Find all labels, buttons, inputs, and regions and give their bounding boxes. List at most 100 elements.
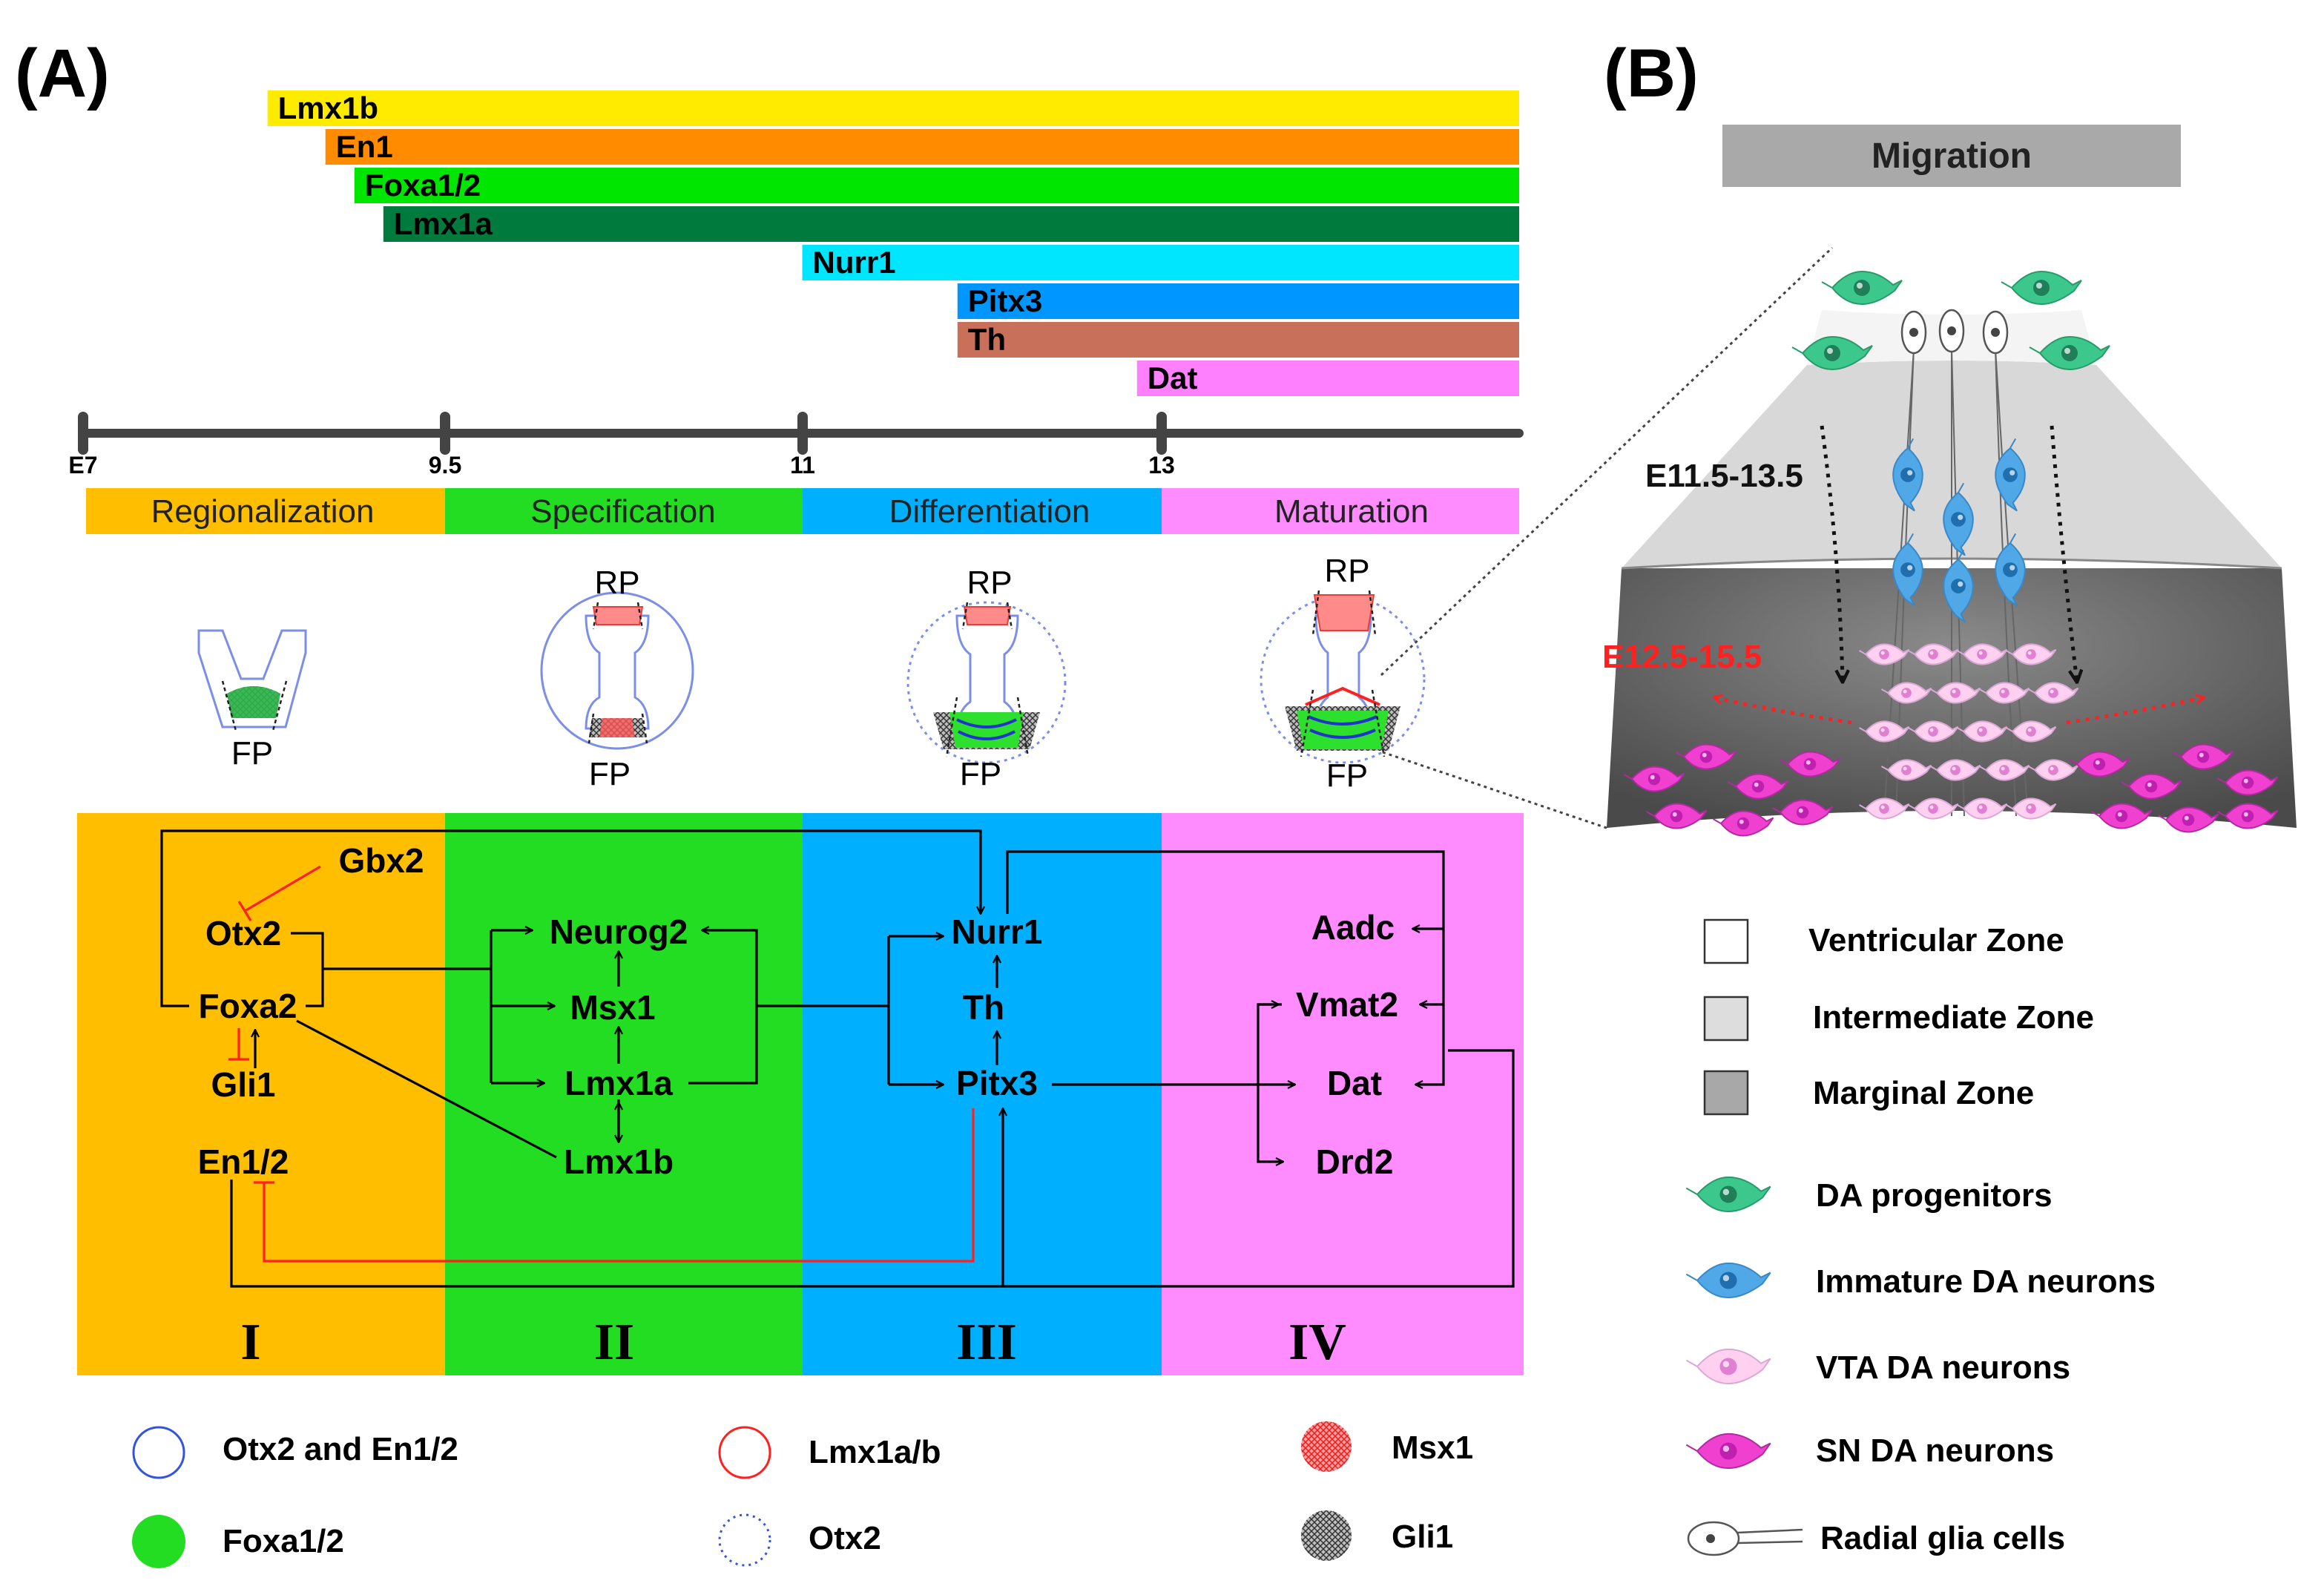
gray-hatched-disc-icon (1301, 1510, 1352, 1561)
stage-bars: Regionalization Specification Differenti… (86, 488, 1519, 534)
rp-label-4: RP (1324, 553, 1369, 589)
network-edges (160, 829, 1515, 1288)
da-progenitor-cells (1791, 270, 2110, 371)
legend-b: Ventricular Zone Intermediate Zone Margi… (1685, 918, 2156, 1556)
migration-arrow-right-out (2066, 697, 2205, 725)
gene-bar-th (957, 322, 1519, 358)
legend-vta-da-neurons: VTA DA neurons (1816, 1349, 2070, 1386)
vta-neuron-cell (1859, 643, 1910, 665)
node-lmx1a: Lmx1a (564, 1064, 673, 1102)
gene-bar-lmx1a (383, 206, 1519, 242)
gene-bar-lmx1b (267, 91, 1519, 126)
legend-da-progenitors: DA progenitors (1816, 1177, 2053, 1214)
migration-arrow-left-down (1820, 425, 1843, 682)
rp-label-2: RP (594, 565, 639, 601)
vta-neuron-cell (1908, 643, 1959, 665)
stage-e12-5-15-5: E12.5-15.5 (1602, 639, 1762, 675)
network-bg-II (445, 813, 803, 1375)
fp-label-3: FP (960, 756, 1001, 792)
legend-marginal-zone: Marginal Zone (1813, 1075, 2034, 1111)
ventricular-zone-swatch (1703, 918, 1749, 964)
legend-foxa12: Foxa1/2 (223, 1523, 344, 1559)
immature-da-neuron-icon (1685, 1262, 1771, 1299)
sn-neuron-cell (2217, 803, 2279, 829)
migration-arrow-left-out (1714, 697, 1852, 725)
sn-neuron-cell (2091, 803, 2153, 829)
gene-label-lmx1a: Lmx1a (394, 206, 493, 241)
immature-da-neuron-cell (1943, 549, 1974, 623)
vta-neuron-cell (2028, 682, 2079, 704)
node-aadc: Aadc (1311, 908, 1395, 947)
vta-neuron-cell (1881, 682, 1932, 704)
sn-neuron-cell (2173, 743, 2234, 770)
immature-da-neuron-body (1995, 533, 2026, 607)
immature-da-neuron-body (1892, 533, 1923, 607)
gene-label-en1: En1 (336, 129, 393, 164)
gene-label-nurr1: Nurr1 (813, 245, 896, 280)
sn-neuron-cell (1772, 799, 1834, 826)
roman-numerals: I II III IV (240, 1314, 1346, 1371)
gene-label-foxa1-2: Foxa1/2 (365, 168, 481, 203)
vta-neuron-cell (1859, 720, 1910, 743)
stage-label-differentiation: Differentiation (889, 493, 1090, 530)
stage-label-specification: Specification (530, 493, 715, 530)
immature-da-neuron-cell (1995, 533, 2026, 607)
da-progenitor-cell-icon (1685, 1176, 1771, 1213)
tick-label-13: 13 (1148, 452, 1175, 478)
gene-bar-pitx3 (957, 283, 1519, 319)
timeline-axis: E7 9.5 11 13 (68, 412, 1524, 478)
node-nurr1: Nurr1 (952, 912, 1043, 951)
node-th: Th (963, 988, 1004, 1027)
vta-neuron-cell (1930, 682, 1981, 704)
stage-e11-5-13-5: E11.5-13.5 (1645, 458, 1803, 494)
immature-da-neuron-cells (1892, 438, 2026, 623)
legend-sn-da-neurons: SN DA neurons (1816, 1433, 2054, 1469)
sn-neuron-cells (1624, 743, 2279, 837)
network-nodes: Gbx2 Otx2 Foxa2 Gli1 En1/2 Neurog2 Msx1 … (198, 841, 1398, 1181)
vta-neuron-cell (2006, 720, 2057, 743)
sn-neuron-icon (1685, 1433, 1771, 1470)
da-progenitor-cell (2029, 335, 2110, 371)
legend-otx2: Otx2 (809, 1520, 881, 1556)
vta-neuron-cell (2006, 643, 2057, 665)
tick-label-e7: E7 (68, 452, 97, 478)
marginal-zone-swatch (1703, 1070, 1749, 1116)
node-lmx1b: Lmx1b (564, 1142, 674, 1181)
legend-otx2-en12: Otx2 and En1/2 (223, 1431, 458, 1467)
panel-a-label: (A) (15, 36, 110, 111)
sn-neuron-cell (1646, 803, 1708, 829)
gene-bar-en1 (325, 129, 1520, 165)
immature-da-neuron-body (1995, 438, 2026, 512)
red-hatched-disc-icon (1301, 1421, 1352, 1472)
intermediate-zone-swatch (1703, 996, 1749, 1042)
gene-label-dat: Dat (1148, 361, 1198, 395)
sn-neuron-cell (1676, 743, 1737, 770)
migration-arrow-right-down (2050, 425, 2077, 682)
stage-specification (445, 488, 803, 534)
radial-glia-icon (1687, 1521, 1803, 1556)
legend-a: Otx2 and En1/2 Lmx1a/b Msx1 Foxa1/2 Otx2… (132, 1421, 1473, 1568)
network-bg-IV (1162, 813, 1524, 1375)
blue-ring-icon (132, 1426, 185, 1479)
da-progenitor-cell (2001, 270, 2082, 306)
vta-neuron-icon (1685, 1348, 1771, 1385)
immature-da-neuron-cell (1943, 482, 1974, 556)
roman-ii: II (594, 1314, 634, 1371)
vta-neuron-cell (1930, 759, 1981, 781)
section-maturation: RP FP (1260, 553, 1426, 794)
vta-neuron-cell (1979, 682, 2030, 704)
sn-neuron-cell (2069, 751, 2130, 777)
gene-label-th: Th (968, 322, 1006, 357)
vta-neuron-cell (2006, 797, 2057, 820)
legend-ventricular-zone: Ventricular Zone (1808, 922, 2064, 958)
node-msx1: Msx1 (570, 988, 655, 1027)
legend-lmx1ab: Lmx1a/b (809, 1434, 941, 1470)
node-drd2: Drd2 (1316, 1142, 1394, 1181)
legend-intermediate-zone: Intermediate Zone (1813, 999, 2094, 1036)
immature-da-neuron-body (1892, 438, 1923, 512)
migration-header-box (1722, 125, 2181, 187)
legend-msx1: Msx1 (1392, 1430, 1473, 1466)
vta-neuron-cell (1957, 720, 2008, 743)
section-regionalization: FP (197, 629, 307, 772)
